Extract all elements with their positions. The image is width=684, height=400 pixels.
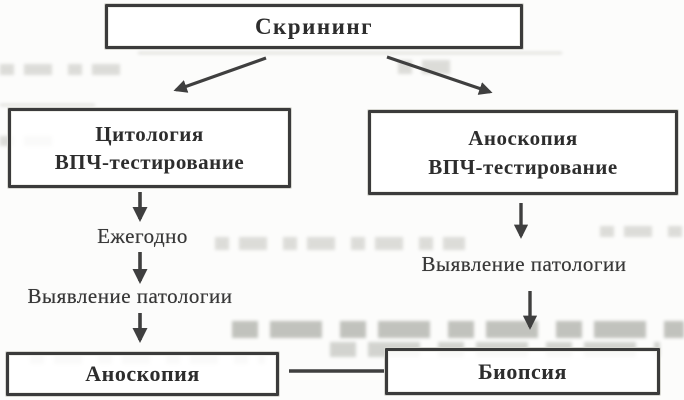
biopsy-outcome-label: Биопсия [478, 358, 567, 384]
ghost-rule-artifact [0, 104, 95, 106]
anoscopy-outcome-label: Аноскопия [85, 361, 200, 387]
anoscopy-label: Аноскопия [468, 126, 578, 151]
cytology-label: Цитология [95, 121, 204, 146]
ghost-text-artifact [215, 237, 465, 250]
anoscopy-hpv-box: Аноскопия ВПЧ-тестирование [368, 110, 678, 195]
arrow-screening-to-cytology [173, 56, 267, 93]
arrow-screening-to-anoscopy [386, 55, 493, 95]
hpv-testing-label-right: ВПЧ-тестирование [428, 154, 618, 179]
ghost-text-artifact [0, 64, 130, 75]
ghost-text-artifact [600, 226, 684, 237]
ghost-text-artifact [398, 60, 458, 74]
anoscopy-outcome-box: Аноскопия [6, 352, 279, 396]
pathology-finding-right-label: Выявление патологии [421, 252, 627, 276]
ghost-rule-artifact [138, 52, 562, 54]
screening-box: Скрининг [105, 4, 523, 49]
hpv-testing-label-left: ВПЧ-тестирование [54, 150, 245, 174]
screening-label: Скрининг [254, 13, 374, 39]
ghost-text-artifact [232, 321, 684, 338]
cytology-hpv-box: Цитология ВПЧ-тестирование [8, 108, 291, 188]
annual-label: Ежегодно [97, 224, 188, 248]
pathology-finding-left-label: Выявление патологии [27, 284, 233, 308]
biopsy-outcome-box: Биопсия [385, 348, 660, 395]
